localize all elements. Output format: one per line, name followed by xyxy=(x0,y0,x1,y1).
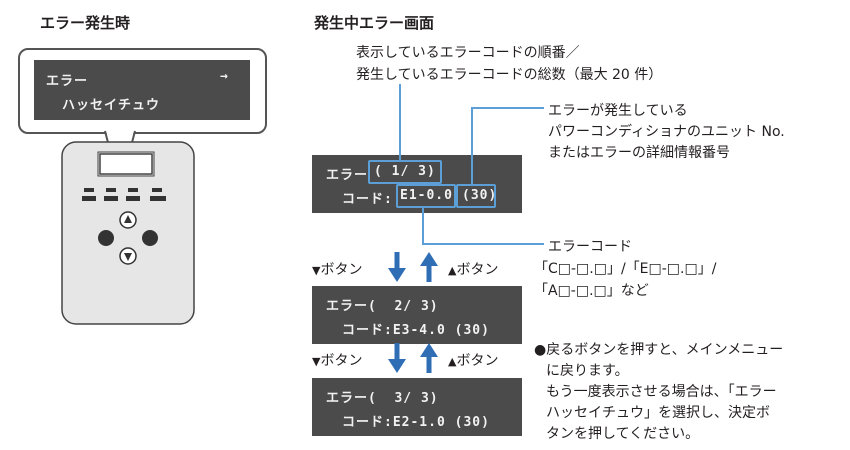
up-button-label-1: ▲ボタン xyxy=(448,262,499,278)
annotation-unit-line1: エラーが発生している xyxy=(548,103,688,119)
error-occurrence-heading: エラー発生時 xyxy=(40,14,131,32)
up-button-label-2: ▲ボタン xyxy=(448,353,499,369)
controller-device xyxy=(61,141,195,325)
unit-highlight-box xyxy=(456,184,496,208)
annotation-code-line3: 「A□-□.□」など xyxy=(534,283,649,299)
annotation-code-line1: エラーコード xyxy=(548,239,632,255)
screen3-line1: エラー( 3/ 3) xyxy=(326,391,439,406)
screen1-error-code: E1-0.0 xyxy=(400,188,453,203)
active-error-screen-heading: 発生中エラー画面 xyxy=(314,14,435,32)
screen1-unit-number: (30) xyxy=(462,188,498,203)
screen1-line1-prefix: エラー xyxy=(326,168,369,183)
screen1-order-value: ( 1/ 3) xyxy=(374,164,436,179)
code-highlight-box xyxy=(396,184,456,208)
up-arrow-icon xyxy=(420,343,438,373)
annotation-order-line1: 表示しているエラーコードの順番／ xyxy=(356,45,580,61)
down-triangle-icon: ▼ xyxy=(312,264,321,277)
bullet-icon: ● xyxy=(534,342,547,358)
note-line-3: もう一度表示させる場合は、「エラー xyxy=(546,384,777,400)
down-arrow-icon xyxy=(388,343,406,373)
annotation-unit-line3: またはエラーの詳細情報番号 xyxy=(548,145,730,161)
callout-arrow: → xyxy=(220,69,229,84)
up-arrow-icon xyxy=(420,252,438,282)
screen3-line2: コード:E2-1.0 (30) xyxy=(342,415,490,430)
note-line-5: タンを押してください。 xyxy=(546,426,700,442)
note-line-4: ハッセイチュウ」を選択し、決定ボ xyxy=(546,405,770,421)
up-triangle-icon: ▲ xyxy=(448,264,457,277)
order-highlight-box xyxy=(368,160,442,184)
screen1-line2-prefix: コード: xyxy=(342,192,393,207)
error-screen-2: エラー( 2/ 3) コード:E3-4.0 (30) xyxy=(312,286,522,344)
down-button-label-1: ▼ボタン xyxy=(312,262,363,278)
annotation-order-line2: 発生しているエラーコードの総数（最大 20 件） xyxy=(356,67,663,83)
annotation-code-line2: 「C□-□.□」/「E□-□.□」/ xyxy=(534,261,717,277)
down-arrow-icon xyxy=(388,252,406,282)
callout-lcd-display: エラー → ハッセイチュウ xyxy=(34,60,250,120)
callout-line2: ハッセイチュウ xyxy=(62,98,161,113)
error-screen-3: エラー( 3/ 3) コード:E2-1.0 (30) xyxy=(312,378,522,436)
up-triangle-icon: ▲ xyxy=(448,355,457,368)
annotation-unit-line2: パワーコンディショナのユニット No. xyxy=(548,124,785,140)
note-line-2: に戻ります。 xyxy=(546,363,629,379)
down-triangle-icon: ▼ xyxy=(312,355,321,368)
note-line-1: ●戻るボタンを押すと、メインメニュー xyxy=(534,342,784,358)
callout-line1: エラー xyxy=(46,74,89,89)
note-block: ●戻るボタンを押すと、メインメニュー に戻ります。 もう一度表示させる場合は、「… xyxy=(534,340,783,445)
down-button-label-2: ▼ボタン xyxy=(312,353,363,369)
screen2-line2: コード:E3-4.0 (30) xyxy=(342,323,490,338)
screen2-line1: エラー( 2/ 3) xyxy=(326,299,439,314)
